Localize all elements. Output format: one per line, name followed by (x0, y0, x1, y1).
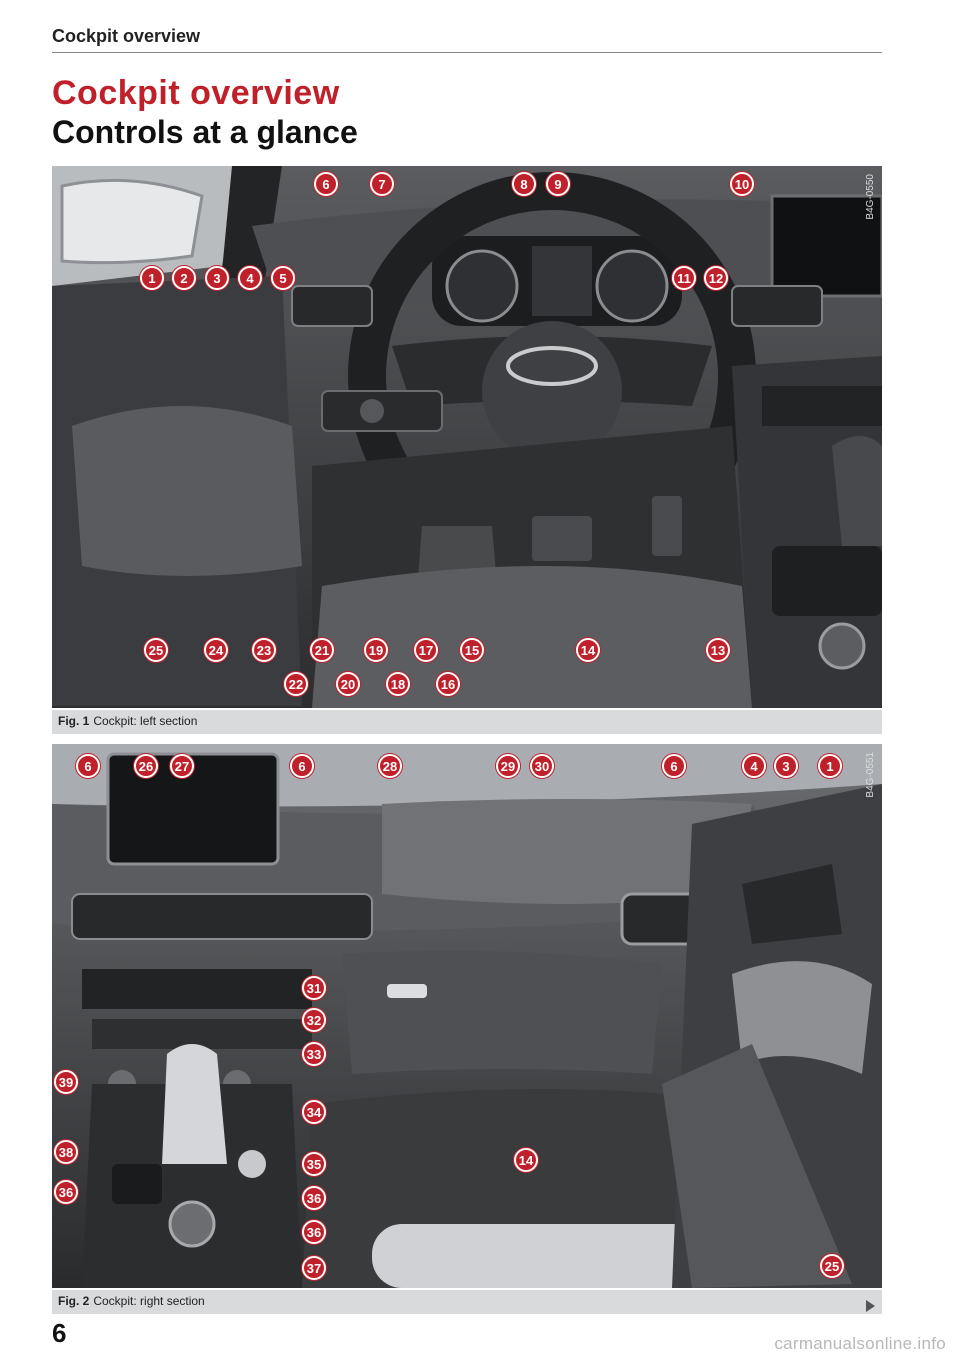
continue-arrow-icon (866, 1300, 875, 1312)
callout: 1 (818, 754, 842, 778)
callout: 6 (314, 172, 338, 196)
callout: 9 (546, 172, 570, 196)
callout: 11 (672, 266, 696, 290)
callout: 6 (290, 754, 314, 778)
callout: 16 (436, 672, 460, 696)
callout: 24 (204, 638, 228, 662)
callout: 17 (414, 638, 438, 662)
callout: 14 (576, 638, 600, 662)
page-number: 6 (52, 1318, 67, 1348)
callout: 14 (514, 1148, 538, 1172)
callout: 7 (370, 172, 394, 196)
callout: 25 (144, 638, 168, 662)
callout: 29 (496, 754, 520, 778)
figure-2-cockpit-right: B4G-0551 6 26 27 6 28 29 30 6 4 3 1 31 3… (52, 744, 882, 1288)
callout: 5 (271, 266, 295, 290)
callout: 6 (76, 754, 100, 778)
callout: 30 (530, 754, 554, 778)
callout: 1 (140, 266, 164, 290)
callout: 23 (252, 638, 276, 662)
callout: 20 (336, 672, 360, 696)
callout: 6 (662, 754, 686, 778)
callout: 8 (512, 172, 536, 196)
callout: 25 (820, 1254, 844, 1278)
callout: 2 (172, 266, 196, 290)
callout: 3 (205, 266, 229, 290)
figure-2-label: Fig. 2 (58, 1294, 90, 1308)
callout: 36 (302, 1186, 326, 1210)
callout: 33 (302, 1042, 326, 1066)
figure-2-caption: Cockpit: right section (93, 1294, 205, 1308)
callout: 27 (170, 754, 194, 778)
callout: 32 (302, 1008, 326, 1032)
figure-2-ref-code: B4G-0551 (865, 752, 876, 798)
callout: 15 (460, 638, 484, 662)
figure-1-ref-code: B4G-0550 (865, 174, 876, 220)
watermark: carmanualsonline.info (774, 1334, 946, 1353)
callout: 4 (742, 754, 766, 778)
figure-1-caption: Cockpit: left section (93, 714, 198, 728)
callout: 12 (704, 266, 728, 290)
figure-1-label: Fig. 1 (58, 714, 90, 728)
callout: 13 (706, 638, 730, 662)
figure-1-cockpit-left: B4G-0550 1 2 3 4 5 6 7 8 9 10 11 12 13 1… (52, 166, 882, 708)
callout: 31 (302, 976, 326, 1000)
callout: 26 (134, 754, 158, 778)
header-rule (52, 52, 882, 53)
callout: 10 (730, 172, 754, 196)
running-head: Cockpit overview (52, 26, 201, 46)
callout: 4 (238, 266, 262, 290)
callout: 21 (310, 638, 334, 662)
callout: 38 (54, 1140, 78, 1164)
section-title: Cockpit overview (52, 74, 340, 112)
callout: 36 (54, 1180, 78, 1204)
callout: 22 (284, 672, 308, 696)
callout: 3 (774, 754, 798, 778)
callout: 34 (302, 1100, 326, 1124)
callout: 39 (54, 1070, 78, 1094)
callout: 35 (302, 1152, 326, 1176)
callout: 28 (378, 754, 402, 778)
callout: 19 (364, 638, 388, 662)
callout: 18 (386, 672, 410, 696)
figure-2-illustration (52, 744, 882, 1288)
figure-1-illustration (52, 166, 882, 708)
callout: 37 (302, 1256, 326, 1280)
subsection-title: Controls at a glance (52, 114, 358, 150)
callout: 36 (302, 1220, 326, 1244)
